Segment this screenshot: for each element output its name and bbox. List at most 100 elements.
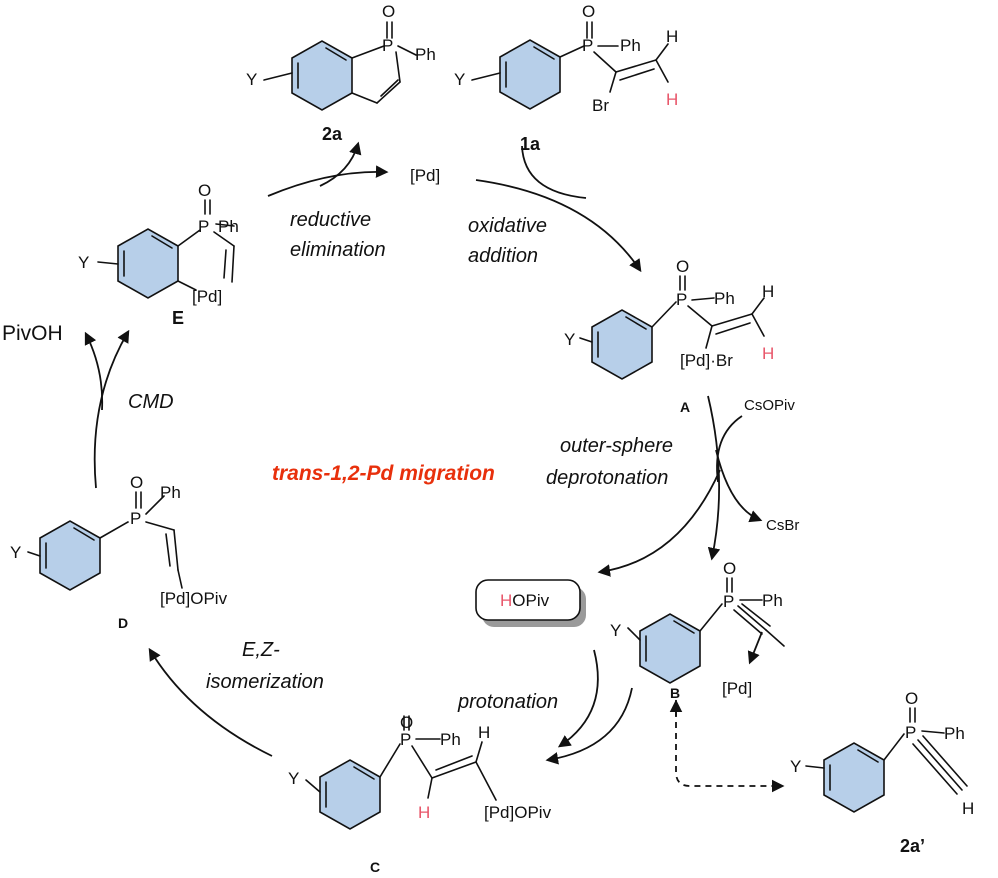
atom-br: Br: [592, 96, 609, 115]
atom-o: O: [905, 689, 918, 708]
atom-y: Y: [454, 70, 465, 89]
atom-h: H: [666, 27, 678, 46]
intermediate-e-structure: O P Ph [Pd] Y E: [78, 181, 239, 328]
step-reductive-line2: elimination: [290, 239, 386, 261]
benzene-ring-1a: [499, 39, 561, 110]
benzene-ring-b: [639, 613, 701, 684]
atom-o: O: [400, 713, 413, 732]
label-a: A: [680, 399, 690, 415]
atom-y: Y: [790, 757, 801, 776]
step-cmd: CMD: [128, 391, 174, 413]
atom-p: P: [676, 290, 687, 309]
atom-y: Y: [564, 330, 575, 349]
hopiv-rest: OPiv: [512, 591, 549, 610]
atom-h-highlight: H: [666, 90, 678, 109]
benzene-ring-2a-prime: [823, 742, 885, 813]
atom-p: P: [905, 723, 916, 742]
arrow-csbr-out: [715, 449, 763, 523]
atom-ph: Ph: [620, 36, 641, 55]
atom-ph: Ph: [762, 591, 783, 610]
intermediate-a-structure: O P Ph H H [Pd]·Br Y A: [564, 257, 774, 415]
benzene-ring-e: [117, 228, 179, 299]
benzene-ring-2a: [291, 40, 353, 111]
intermediate-b-structure: O P Ph [Pd] Y B: [610, 559, 785, 701]
atom-p: P: [723, 592, 734, 611]
atom-o: O: [198, 181, 211, 200]
step-oxidative-line1: oxidative: [468, 215, 547, 237]
atom-p: P: [382, 36, 393, 55]
atom-pd-opiv: [Pd]OPiv: [484, 803, 552, 822]
label-2a: 2a: [322, 124, 343, 144]
arrow-ez-isomerization: [148, 647, 273, 757]
product-2a-structure: O P Ph Y 2a: [246, 2, 436, 144]
arrow-substrate-entry: [521, 145, 587, 199]
atom-pd-opiv: [Pd]OPiv: [160, 589, 228, 608]
step-reductive-line1: reductive: [290, 209, 371, 231]
atom-y: Y: [610, 621, 621, 640]
arrow-protonation-branch: [557, 649, 599, 748]
arrow-release-2a: [319, 141, 362, 187]
step-ez-line2: isomerization: [206, 671, 324, 693]
atom-ph: Ph: [944, 724, 965, 743]
label-1a: 1a: [520, 134, 541, 154]
atom-pd: [Pd]: [192, 287, 222, 306]
atom-y: Y: [10, 543, 21, 562]
atom-ph: Ph: [218, 217, 239, 236]
label-2a-prime: 2a’: [900, 836, 925, 856]
step-protonation: protonation: [457, 691, 558, 713]
atom-o: O: [582, 2, 595, 21]
atom-o: O: [676, 257, 689, 276]
atom-p: P: [130, 509, 141, 528]
benzene-ring-a: [591, 309, 653, 380]
atom-ph: Ph: [160, 483, 181, 502]
atom-y: Y: [78, 253, 89, 272]
atom-o: O: [382, 2, 395, 21]
atom-p: P: [400, 730, 411, 749]
atom-h: H: [478, 723, 490, 742]
hopiv-proton: H: [500, 591, 512, 610]
atom-p: P: [582, 36, 593, 55]
arrow-equilibrium-b-2a-prime: [675, 700, 785, 793]
label-b: B: [670, 685, 680, 701]
atom-h: H: [962, 799, 974, 818]
atom-ph: Ph: [440, 730, 461, 749]
atom-pd: [Pd]: [722, 679, 752, 698]
atom-o: O: [723, 559, 736, 578]
atom-p: P: [198, 217, 209, 236]
substrate-1a-structure: O P Ph H H Br Y 1a: [454, 2, 678, 154]
atom-y: Y: [288, 769, 299, 788]
benzene-ring-d: [39, 520, 101, 591]
arrow-deprotonation: [707, 395, 721, 561]
atom-o: O: [130, 473, 143, 492]
atom-ph: Ph: [714, 289, 735, 308]
benzene-ring-c: [319, 759, 381, 830]
arrow-protonation: [545, 687, 633, 765]
reagent-csbr: CsBr: [766, 517, 799, 534]
step-outer-sphere-line1: outer-sphere: [560, 435, 673, 457]
catalyst-pd: [Pd]: [410, 166, 440, 185]
intermediate-c-structure: O P Ph H H [Pd]OPiv Y C: [288, 713, 552, 875]
arrow-pivoh-out: [84, 331, 104, 411]
svg-text:HOPiv: HOPiv: [500, 591, 550, 610]
reagent-pivoh: PivOH: [2, 322, 63, 345]
step-outer-sphere-line2: deprotonation: [546, 467, 668, 489]
atom-ph: Ph: [415, 45, 436, 64]
step-oxidative-line2: addition: [468, 245, 538, 267]
reagent-csopiv: CsOPiv: [744, 397, 795, 414]
atom-h-highlight: H: [762, 344, 774, 363]
arrow-migration: [597, 469, 721, 577]
atom-h: H: [762, 282, 774, 301]
product-2a-prime-structure: O P Ph H Y 2a’: [790, 689, 974, 856]
intermediate-d-structure: O P Ph [Pd]OPiv Y D: [10, 473, 228, 631]
atom-y: Y: [246, 70, 257, 89]
label-d: D: [118, 615, 128, 631]
label-c: C: [370, 859, 380, 875]
step-ez-line1: E,Z-: [242, 639, 280, 661]
atom-h-highlight: H: [418, 803, 430, 822]
arrow-csopiv-in: [716, 415, 743, 483]
trans-migration-highlight: trans-1,2-Pd migration: [272, 462, 495, 485]
atom-pd-br: [Pd]·Br: [680, 351, 733, 370]
arrow-oxidative-addition: [475, 179, 642, 273]
label-e: E: [172, 308, 184, 328]
